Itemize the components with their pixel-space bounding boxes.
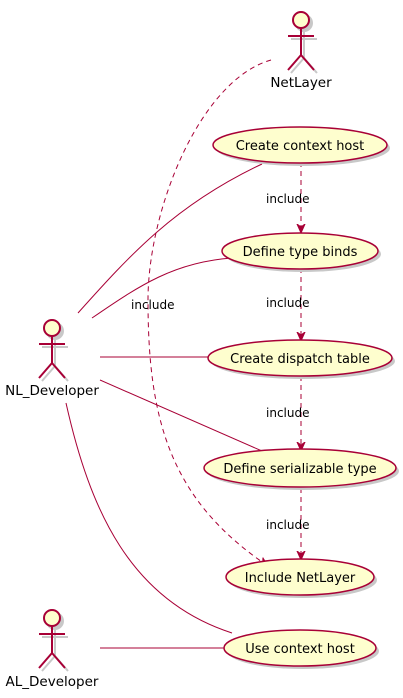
association-nl-create-context-host — [77, 163, 263, 314]
use-case-label: Create dispatch table — [230, 352, 370, 367]
use-case-label: Define serializable type — [223, 462, 376, 477]
use-case-include-netlayer[interactable]: Include NetLayer — [225, 558, 377, 598]
use-case-define-type-binds[interactable]: Define type binds — [221, 232, 381, 272]
include-netlayer-to-include-netlayer — [147, 59, 272, 566]
association-lines — [65, 163, 263, 649]
association-nl-define-type-binds — [91, 257, 233, 319]
include-dependencies — [147, 59, 301, 566]
use-case-create-dispatch-table[interactable]: Create dispatch table — [207, 339, 395, 379]
actor-label: NetLayer — [270, 75, 332, 91]
include-label: include — [131, 298, 174, 312]
actor-label: AL_Developer — [6, 674, 99, 690]
use-case-create-context-host[interactable]: Create context host — [212, 126, 390, 166]
actor-figure-icon — [287, 11, 318, 74]
use-case-define-serializable-type[interactable]: Define serializable type — [203, 448, 399, 490]
actor-al-developer[interactable]: AL_Developer — [6, 609, 99, 690]
actors: NetLayer NL_Developer — [5, 11, 332, 690]
use-case-label: Define type binds — [243, 245, 358, 260]
actor-label: NL_Developer — [5, 383, 99, 399]
use-cases: Create context host Define type binds Cr… — [203, 126, 399, 669]
include-label: include — [266, 296, 309, 310]
use-case-label: Use context host — [245, 642, 355, 657]
actor-netlayer[interactable]: NetLayer — [270, 11, 332, 91]
actor-figure-icon — [38, 609, 69, 672]
use-case-label: Include NetLayer — [245, 571, 356, 586]
include-label: include — [266, 518, 309, 532]
actor-figure-icon — [38, 319, 69, 382]
include-label: include — [266, 192, 309, 206]
actor-nl-developer[interactable]: NL_Developer — [5, 319, 99, 399]
use-case-use-context-host[interactable]: Use context host — [223, 629, 379, 669]
include-label: include — [266, 406, 309, 420]
association-nl-define-serializable-type — [99, 379, 263, 452]
use-case-label: Create context host — [236, 139, 365, 154]
association-nl-use-context-host — [65, 402, 233, 634]
include-labels: include include include include include — [131, 192, 309, 532]
